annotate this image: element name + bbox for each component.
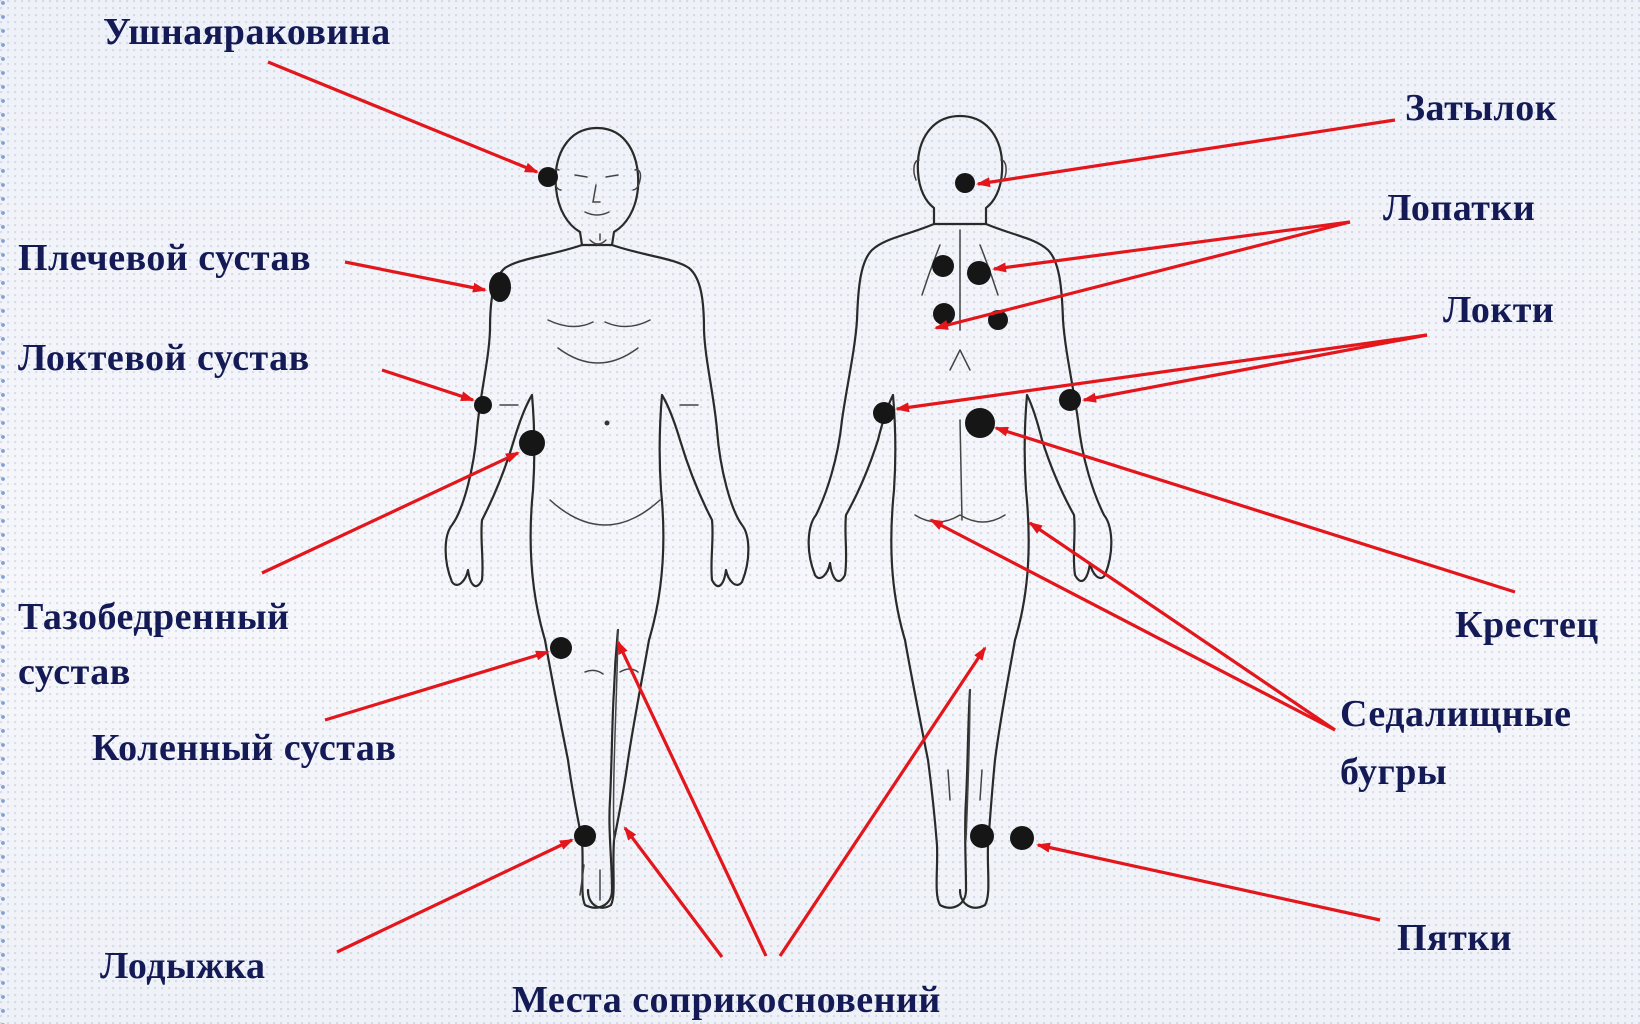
label-contact-points: Места соприкосновений [512,978,941,1022]
point-scapula-1 [932,255,954,277]
point-scapula-2 [967,261,991,285]
point-ear [538,167,558,187]
point-hip [519,430,545,456]
label-ankle: Лодыжка [100,944,266,988]
point-heel-1 [970,824,994,848]
label-elbows: Локти [1443,288,1554,332]
label-ear: Ушнаяраковина [103,10,391,54]
label-ischial-line2: бугры [1340,750,1447,794]
point-shoulder [489,272,511,302]
label-sacrum: Крестец [1455,603,1599,647]
label-heels: Пятки [1397,916,1512,960]
point-scapula-3 [933,303,955,325]
point-elbow-left [873,402,895,424]
label-occiput: Затылок [1405,86,1557,130]
point-knee [550,637,572,659]
point-sacrum [965,408,995,438]
label-hip-joint-line1: Тазобедренный [18,595,289,639]
front-body-figure [446,128,749,908]
point-elbow-right [1059,389,1081,411]
back-body-figure [809,116,1112,908]
point-occiput [955,173,975,193]
point-heel-2 [1010,826,1034,850]
label-ischial-line1: Седалищные [1340,692,1572,736]
pointer-arrows [262,62,1515,957]
label-hip-joint-line2: сустав [18,650,131,694]
point-ankle [574,825,596,847]
label-elbow-joint: Локтевой сустав [18,336,310,380]
label-shoulder-joint: Плечевой сустав [18,236,311,280]
label-scapulae: Лопатки [1383,186,1535,230]
label-knee-joint: Коленный сустав [92,726,396,770]
point-elbow-joint [474,396,492,414]
